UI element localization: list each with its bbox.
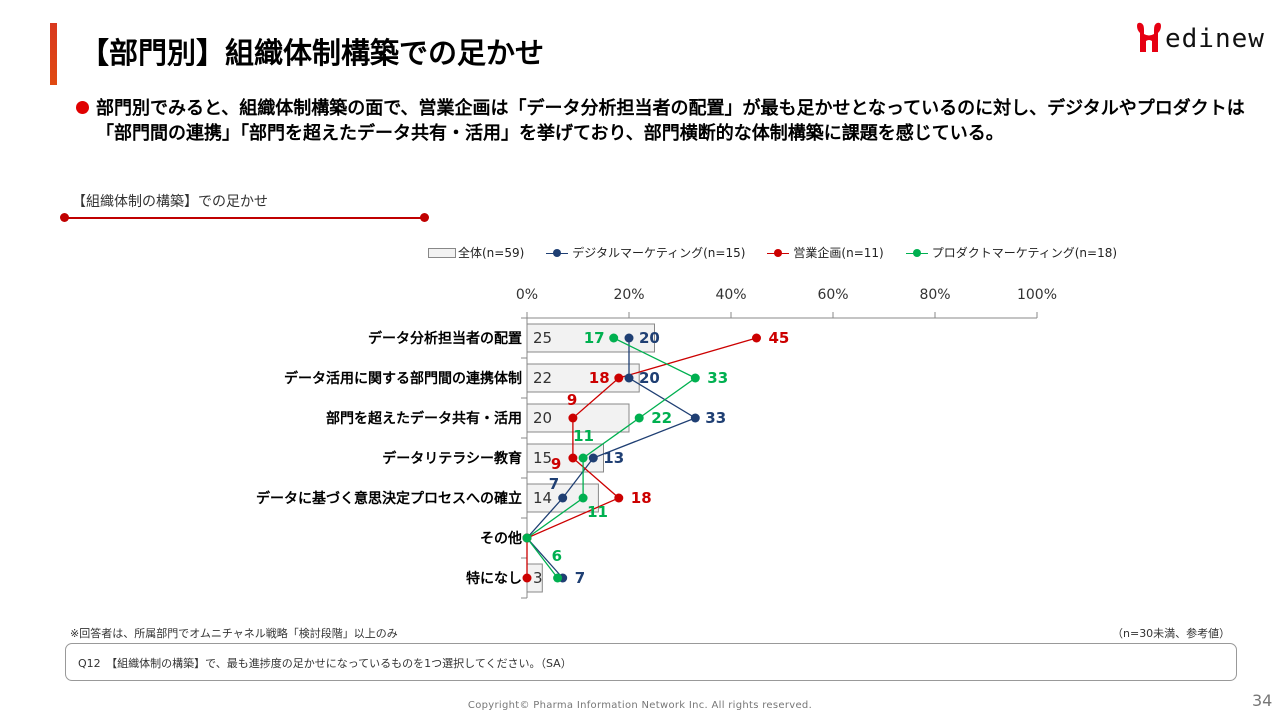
category-label: データに基づく意思決定プロセスへの確立 — [256, 491, 522, 507]
logo-text: edinew — [1165, 24, 1265, 54]
legend-item-overall: 全体(n=59) — [428, 244, 524, 261]
line-value-label: 11 — [573, 427, 594, 445]
x-tick-label: 80% — [919, 287, 951, 303]
line-value-label: 17 — [583, 329, 605, 347]
line-value-label: 20 — [639, 329, 660, 347]
copyright: Copyright© Pharma Information Network In… — [467, 700, 813, 711]
line-value-label: 18 — [588, 369, 610, 387]
x-tick-label: 40% — [715, 287, 747, 303]
data-point-marker — [578, 453, 588, 463]
legend-label: プロダクトマーケティング(n=18) — [931, 246, 1118, 260]
data-point-marker — [558, 493, 568, 503]
legend-label: 営業企画(n=11) — [793, 246, 884, 260]
underline-dot-left-icon — [60, 213, 69, 222]
bar-value-label: 20 — [533, 409, 553, 427]
x-tick-label: 20% — [613, 287, 645, 303]
data-point-marker — [690, 373, 700, 383]
x-tick-label: 0% — [515, 287, 539, 303]
data-point-marker — [553, 573, 563, 583]
data-point-marker — [624, 373, 634, 383]
legend-label: 全体(n=59) — [458, 246, 525, 260]
legend-bar-swatch-icon — [428, 247, 456, 258]
x-tick-label: 100% — [1016, 287, 1058, 303]
line-value-label: 11 — [587, 503, 608, 521]
sample-size-note: （n=30未満、参考値） — [1112, 627, 1231, 640]
category-label: データリテラシー教育 — [382, 451, 522, 467]
bar-overall — [526, 403, 630, 433]
underline-dot-right-icon — [420, 213, 429, 222]
x-tick-label: 60% — [817, 287, 849, 303]
bar-value-label: 22 — [533, 369, 553, 387]
bar-value-label: 25 — [533, 329, 553, 347]
bar-value-label: 14 — [533, 489, 553, 507]
data-point-marker — [568, 413, 578, 423]
respondent-note: ※回答者は、所属部門でオムニチャネル戦略「検討段階」以上のみ — [70, 627, 398, 640]
bullet-dot-icon — [76, 101, 89, 114]
data-point-marker — [624, 333, 634, 343]
legend-line-marker-icon — [546, 247, 569, 259]
data-point-marker — [614, 493, 624, 503]
category-label: 特になし — [466, 571, 522, 587]
chart-legend: 全体(n=59) デジタルマーケティング(n=15) 営業企画(n=11) プロ… — [428, 244, 1139, 261]
title-accent-bar — [50, 23, 57, 85]
medinew-logo: edinew — [1134, 18, 1265, 54]
line-value-label: 18 — [630, 489, 652, 507]
legend-item-digital: デジタルマーケティング(n=15) — [546, 244, 745, 261]
legend-line-marker-icon — [905, 247, 928, 259]
data-point-marker — [578, 493, 588, 503]
subtitle-underline — [64, 217, 424, 219]
line-value-label: 22 — [651, 409, 673, 427]
category-label: 部門を超えたデータ共有・活用 — [326, 411, 522, 427]
line-value-label: 45 — [768, 329, 790, 347]
data-point-marker — [568, 453, 578, 463]
category-label: データ分析担当者の配置 — [368, 331, 522, 347]
bar-value-label: 15 — [533, 449, 553, 467]
data-point-marker — [690, 413, 700, 423]
page-title: 【部門別】組織体制構築での足かせ — [80, 36, 545, 70]
logo-mark-icon — [1137, 22, 1161, 52]
line-value-label: 33 — [705, 409, 727, 427]
legend-item-sales: 営業企画(n=11) — [767, 244, 884, 261]
data-point-marker — [588, 453, 598, 463]
data-point-marker — [752, 333, 761, 343]
question-box: Q12 【組織体制の構築】で、最も進捗度の足かせになっているものを1つ選択してく… — [65, 643, 1237, 681]
line-value-label: 20 — [639, 369, 660, 387]
legend-line-marker-icon — [767, 247, 790, 259]
line-value-label: 9 — [550, 455, 562, 473]
bar-value-label: 3 — [533, 569, 543, 587]
legend-item-product: プロダクトマーケティング(n=18) — [905, 244, 1118, 261]
legend-label: デジタルマーケティング(n=15) — [572, 246, 746, 260]
bar-overall — [526, 443, 604, 473]
line-value-label: 13 — [603, 449, 625, 467]
question-text: Q12 【組織体制の構築】で、最も進捗度の足かせになっているものを1つ選択してく… — [78, 657, 572, 670]
category-label: データ活用に関する部門間の連携体制 — [284, 371, 522, 387]
line-value-label: 33 — [707, 369, 729, 387]
data-point-marker — [609, 333, 619, 343]
line-value-label: 7 — [548, 475, 560, 493]
data-point-marker — [522, 533, 532, 543]
line-value-label: 6 — [551, 547, 563, 565]
page-number: 34 — [1252, 691, 1273, 710]
summary-bullet: 部門別でみると、組織体制構築の面で、営業企画は「データ分析担当者の配置」が最も足… — [76, 96, 1246, 146]
line-value-label: 7 — [574, 569, 586, 587]
data-point-marker — [634, 413, 644, 423]
data-point-marker — [614, 373, 624, 383]
chart-subtitle: 【組織体制の構築】での足かせ — [72, 194, 268, 210]
category-label: その他 — [480, 531, 522, 547]
data-point-marker — [522, 573, 532, 583]
summary-text: 部門別でみると、組織体制構築の面で、営業企画は「データ分析担当者の配置」が最も足… — [96, 98, 1245, 144]
line-value-label: 9 — [566, 391, 578, 409]
